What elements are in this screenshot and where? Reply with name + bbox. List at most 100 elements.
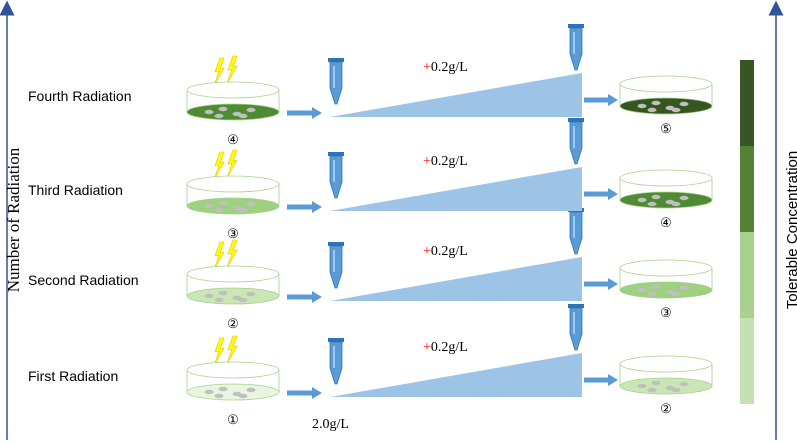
colony xyxy=(637,197,647,203)
large-tube-icon xyxy=(568,118,584,165)
input-dish-number: ④ xyxy=(227,132,239,147)
input-dish xyxy=(186,361,280,401)
row-label: Third Radiation xyxy=(28,182,123,198)
transfer-arrow xyxy=(287,387,322,399)
small-tube-icon xyxy=(328,242,344,289)
increment-label: +0.2g/L xyxy=(423,244,468,259)
radiation-row: Third Radiation ③ +0.2g/L ④ xyxy=(28,118,713,241)
colony xyxy=(246,107,256,113)
radiation-row: First Radiation ① +0.2g/L ② xyxy=(28,304,713,427)
increment-label: +0.2g/L xyxy=(423,154,468,169)
colony xyxy=(651,100,661,106)
row-label: First Radiation xyxy=(28,368,118,384)
increment-label: +0.2g/L xyxy=(423,340,468,355)
colony xyxy=(647,107,657,113)
input-dish xyxy=(186,81,280,121)
colony xyxy=(671,387,681,393)
colony xyxy=(218,200,228,206)
radiation-lightning-icon xyxy=(213,55,238,87)
radiation-lightning-icon xyxy=(213,335,238,367)
concentration-bar-segment xyxy=(740,146,754,232)
colony xyxy=(679,285,689,291)
output-dish-number: ② xyxy=(660,401,672,416)
input-dish xyxy=(186,175,280,215)
colony xyxy=(218,106,228,112)
concentration-bar-segment xyxy=(740,60,754,146)
colony xyxy=(679,381,689,387)
transfer-arrow xyxy=(584,188,618,200)
large-tube-icon xyxy=(568,304,584,351)
colony xyxy=(204,389,214,395)
row-label: Second Radiation xyxy=(28,272,139,288)
transfer-arrow xyxy=(287,107,322,119)
colony xyxy=(214,297,224,303)
colony xyxy=(214,393,224,399)
concentration-gradient-wedge xyxy=(330,73,582,117)
transfer-arrow xyxy=(287,291,322,303)
increment-label: +0.2g/L xyxy=(423,60,468,75)
colony xyxy=(246,201,256,207)
concentration-bar-segment xyxy=(740,318,754,404)
output-dish-number: ③ xyxy=(660,305,672,320)
concentration-gradient-wedge xyxy=(330,257,582,301)
colony xyxy=(218,386,228,392)
start-concentration-label: 2.0g/L xyxy=(312,417,349,432)
output-dish-number: ④ xyxy=(660,215,672,230)
transfer-arrow xyxy=(287,201,322,213)
transfer-arrow xyxy=(584,278,618,290)
colony xyxy=(637,383,647,389)
colony xyxy=(246,387,256,393)
input-dish-number: ③ xyxy=(227,226,239,241)
transfer-arrow xyxy=(584,94,618,106)
radiation-row: Fourth Radiation ④ +0.2g/L ⑤ xyxy=(28,24,713,147)
output-dish-number: ⑤ xyxy=(660,121,672,136)
radiation-lightning-icon xyxy=(213,149,238,181)
colony xyxy=(238,297,248,303)
colony xyxy=(651,284,661,290)
small-tube-icon xyxy=(328,338,344,385)
colony xyxy=(651,194,661,200)
concentration-gradient-wedge xyxy=(330,167,582,211)
colony xyxy=(204,109,214,115)
colony xyxy=(679,195,689,201)
input-dish-number: ① xyxy=(227,412,239,427)
output-dish xyxy=(619,259,713,299)
colony xyxy=(238,393,248,399)
colony xyxy=(214,113,224,119)
colony xyxy=(204,293,214,299)
colony xyxy=(637,103,647,109)
input-dish-number: ② xyxy=(227,316,239,331)
radiation-row: Second Radiation ② +0.2g/L ③ xyxy=(28,208,713,331)
colony xyxy=(671,291,681,297)
input-dish xyxy=(186,265,280,305)
colony xyxy=(214,207,224,213)
colony xyxy=(218,290,228,296)
output-dish xyxy=(619,355,713,395)
colony xyxy=(204,203,214,209)
colony xyxy=(647,201,657,207)
colony xyxy=(671,107,681,113)
output-dish xyxy=(619,169,713,209)
radiation-lightning-icon xyxy=(213,239,238,271)
colony xyxy=(647,387,657,393)
concentration-gradient-wedge xyxy=(330,353,582,397)
transfer-arrow xyxy=(584,374,618,386)
colony xyxy=(238,113,248,119)
large-tube-icon xyxy=(568,24,584,71)
output-dish xyxy=(619,75,713,115)
colony xyxy=(238,207,248,213)
right-axis-label: Tolerable Concentration xyxy=(784,151,797,309)
colony xyxy=(647,291,657,297)
colony xyxy=(637,287,647,293)
small-tube-icon xyxy=(328,58,344,105)
colony xyxy=(679,101,689,107)
large-tube-icon xyxy=(568,208,584,255)
left-axis-label: Number of Radiation xyxy=(4,147,23,292)
row-label: Fourth Radiation xyxy=(28,88,132,104)
small-tube-icon xyxy=(328,152,344,199)
colony xyxy=(246,291,256,297)
concentration-bar-segment xyxy=(740,232,754,318)
colony xyxy=(651,380,661,386)
concentration-bar xyxy=(740,60,754,404)
